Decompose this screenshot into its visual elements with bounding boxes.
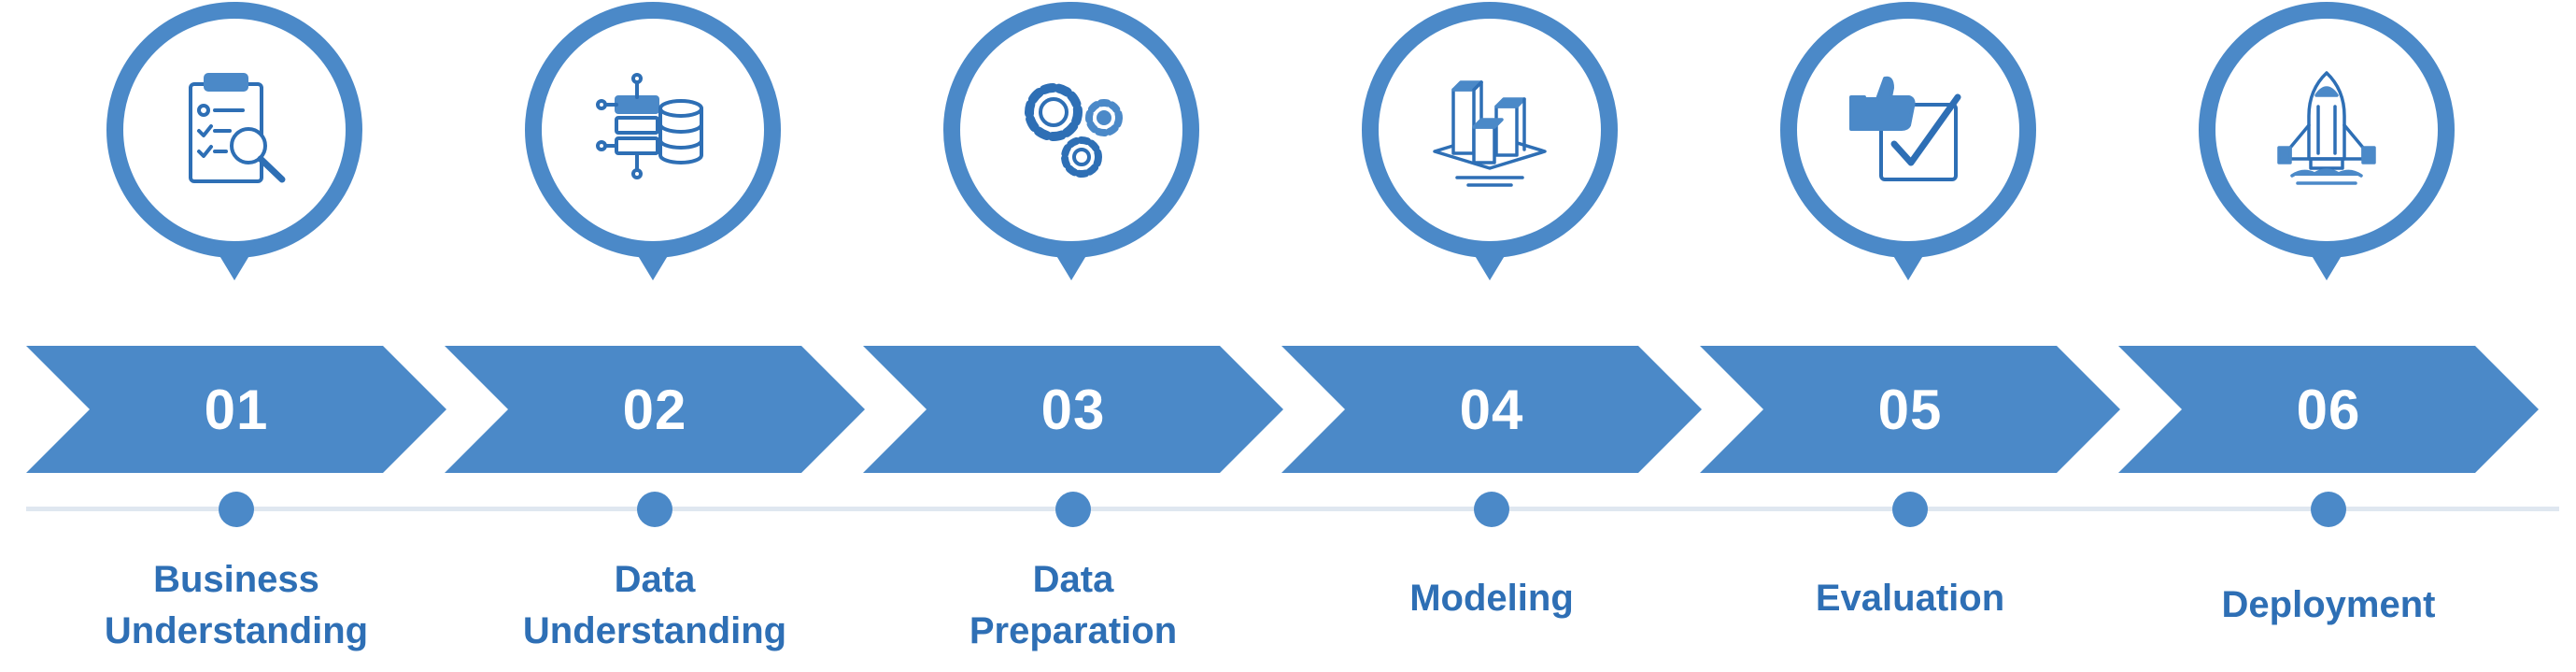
step-3: 03 Data Preparation <box>863 0 1283 672</box>
step-label: Modeling <box>1281 573 1702 624</box>
step-chevron <box>445 346 865 473</box>
step-chevron <box>2118 346 2539 473</box>
step-chevron <box>26 346 446 473</box>
step-number: 04 <box>1459 378 1524 441</box>
pin-marker <box>523 0 783 282</box>
timeline-dot <box>1055 492 1091 527</box>
step-label-line: Business <box>153 559 319 600</box>
step-2: 02 Data Understanding <box>445 0 865 672</box>
timeline-dot <box>1892 492 1928 527</box>
step-number: 01 <box>204 378 269 441</box>
step-4: 04 Modeling <box>1281 0 1702 672</box>
pin-marker <box>941 0 1201 282</box>
step-number: 02 <box>622 378 687 441</box>
step-label-line: Understanding <box>104 610 369 651</box>
step-label-line: Data <box>614 559 696 600</box>
step-label: Evaluation <box>1700 573 2120 624</box>
thumbs-up-check-icon <box>1849 76 1961 181</box>
step-chevron <box>1700 346 2120 473</box>
timeline-dot <box>637 492 672 527</box>
timeline-dot <box>1474 492 1509 527</box>
step-label-line: Understanding <box>522 610 787 651</box>
step-6: 06 Deployment <box>2118 0 2539 672</box>
timeline-dot <box>2311 492 2346 527</box>
step-chevron <box>1281 346 1702 473</box>
step-label-line: Modeling <box>1409 578 1574 619</box>
step-label: Data Understanding <box>445 554 865 657</box>
step-label: Data Preparation <box>863 554 1283 657</box>
server-database-icon <box>596 73 703 179</box>
pin-marker <box>105 0 364 282</box>
step-number: 05 <box>1877 378 1943 441</box>
timeline-line <box>26 507 2559 511</box>
clipboard-search-icon <box>189 73 286 183</box>
step-label-line: Data <box>1032 559 1114 600</box>
timeline-dot <box>219 492 254 527</box>
step-chevron <box>863 346 1283 473</box>
step-label-line: Deployment <box>2221 584 2436 625</box>
step-number: 03 <box>1040 378 1106 441</box>
step-label-line: Preparation <box>969 610 1178 651</box>
pin-marker <box>1360 0 1620 282</box>
step-1: 01 Business Understanding <box>26 0 446 672</box>
pin-marker <box>2197 0 2456 282</box>
rocket-launch-icon <box>2277 71 2376 185</box>
step-number: 06 <box>2296 378 2361 441</box>
step-label: Business Understanding <box>26 554 446 657</box>
gears-icon <box>1025 83 1123 178</box>
3d-bar-model-icon <box>1433 80 1547 187</box>
pin-marker <box>1778 0 2038 282</box>
step-label: Deployment <box>2118 579 2539 631</box>
step-label-line: Evaluation <box>1815 578 2005 619</box>
step-5: 05 Evaluation <box>1700 0 2120 672</box>
